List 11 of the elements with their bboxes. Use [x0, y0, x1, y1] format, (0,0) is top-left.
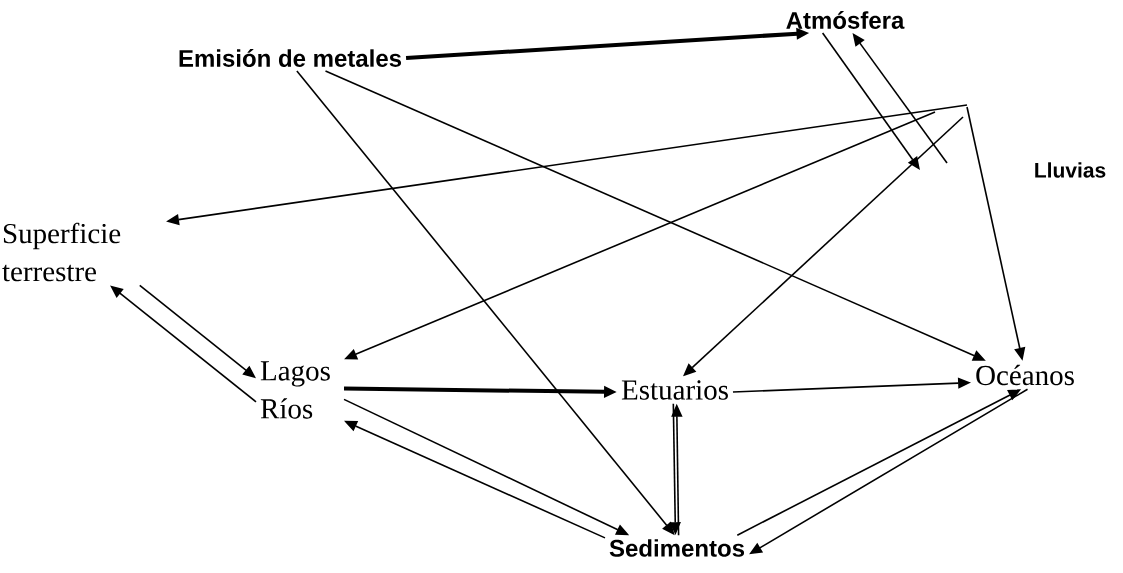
node-label: Océanos — [976, 364, 1074, 386]
rain-label: Lluvias — [1035, 162, 1106, 178]
bold-label: Emisión de metales — [179, 49, 402, 67]
bold-label: Sedimentos — [609, 539, 745, 557]
arrow — [110, 285, 257, 403]
node-label: Superficie terrestre — [2, 222, 121, 282]
node-label: Estuarios — [621, 380, 728, 400]
arrow — [852, 33, 948, 164]
bold-label: Atmósfera — [786, 11, 905, 29]
node-label: Lagos Ríos — [260, 361, 330, 419]
arrow — [821, 32, 920, 170]
